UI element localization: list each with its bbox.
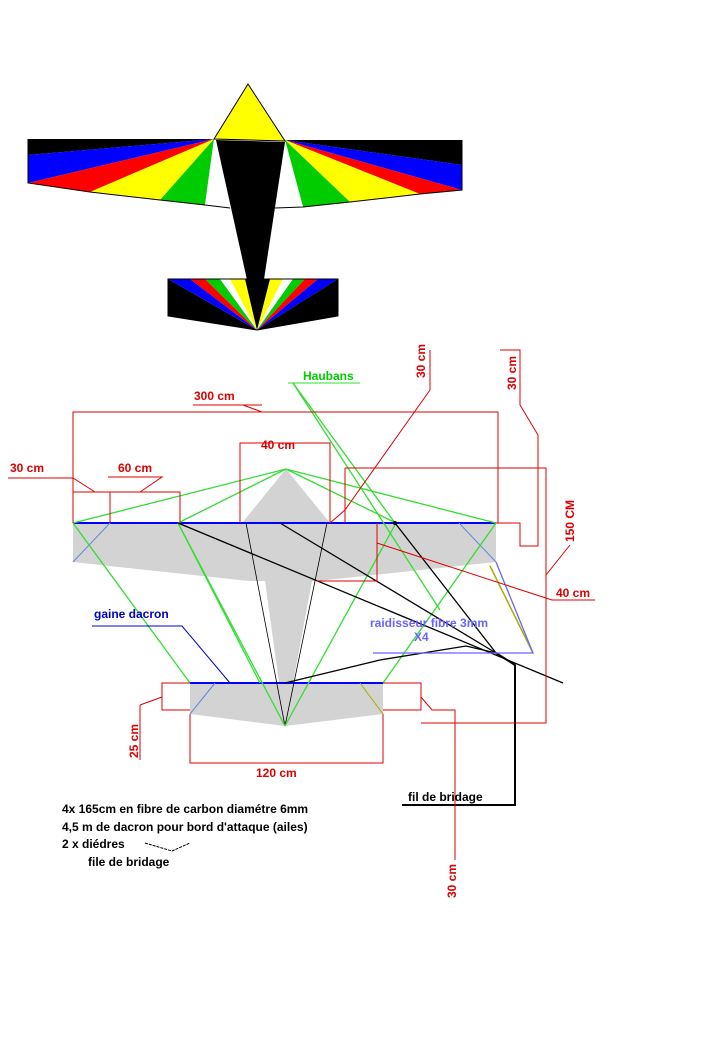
label-gaine-dacron: gaine dacron [94,607,169,621]
left-wing-yellow-stripe [90,139,214,200]
dim-30-v2-leader [496,349,539,547]
gaine-leader [92,625,231,684]
dim-30-v1-leader [344,350,431,523]
bridle-knot [393,521,397,525]
wing-right-tip-edge [458,522,497,563]
left-wing-white-stripe [205,139,230,208]
bridle-line-4 [284,645,497,684]
tail-left-white [220,279,257,330]
dim-30-left [8,477,96,493]
dim-25-bracket [161,682,190,711]
label-25cm: 25 cm [127,724,141,758]
bridle-line-3 [394,522,497,654]
bridle-line-2 [279,522,497,654]
label-x4: X4 [414,630,429,644]
tail-plane [167,278,339,331]
stiffener-yellow [489,565,534,654]
stiffener-blue [373,561,534,654]
label-300cm: 300 cm [194,389,235,403]
labels: Haubans 300 cm 40 cm 30 cm 60 cm 30 cm 3… [10,344,590,898]
dim-300-leader-diag [242,404,263,413]
dim-150-leader [545,544,571,576]
hauban-left-tip-tail [177,522,261,684]
label-fil-de-bridage: fil de bridage [408,790,483,804]
dim-30-v1-bracket [329,468,346,524]
bridle-line-1 [177,522,564,684]
label-150cm: 150 CM [563,500,577,542]
dim-30-bottom-bracket [383,682,422,711]
tail-right-tip-edge [359,682,384,715]
nose-yellow-triangle [213,83,286,142]
dim-40-right-box [317,523,378,582]
right-wing-red-stripe [285,140,462,194]
label-raidisseur: raidisseur fibre 3mm [370,616,488,630]
dim-25-leader [139,696,163,706]
tail-center-black [245,279,270,330]
hauban-left-wing-to-tail [72,522,191,684]
tail-right-black [257,279,338,330]
right-wing-green-stripe [285,140,350,207]
dim-60-bracket [72,491,181,523]
label-40cm-right: 40 cm [556,586,590,600]
dim-60-leader [108,476,164,493]
tail-panel [190,683,383,726]
diedre-symbol [144,842,191,852]
tail-left-blue [168,279,257,330]
label-60cm: 60 cm [118,461,152,475]
left-wing-red-stripe [28,139,214,192]
wing-left-tip-edge [72,522,111,563]
label-120cm: 120 cm [256,766,297,780]
note-line-2: 4,5 m de dacron pour bord d'attaque (ail… [62,820,308,834]
plan-drawing [8,349,595,860]
dim-120-bracket [189,714,384,764]
label-30cm-v2: 30 cm [505,356,519,390]
hauban-label-left [292,382,396,524]
note-line-3: 2 x diédres [62,837,125,851]
note-line-1: 4x 165cm en fibre de carbon diamétre 6mm [62,802,308,816]
left-wing-outline [27,139,231,209]
nose-panel [242,469,330,523]
fuselage-left-edge [245,522,286,727]
bridle-tow-line [402,652,516,806]
right-wing-yellow-stripe [285,140,420,202]
fuselage-right-edge [284,522,328,727]
colored-kite-illustration [27,83,463,331]
label-30cm-left: 30 cm [10,461,44,475]
label-30cm-v1: 30 cm [414,344,428,378]
bridle-lines [177,522,564,806]
label-30cm-bottom: 30 cm [445,864,459,898]
tail-outline [167,278,339,331]
right-wing-outline [274,140,463,209]
dim-150-bracket [345,467,547,724]
dim-30-bottom-leader [420,696,456,860]
note-line-4: file de bridage [88,855,170,869]
tail-left-yellow [230,279,257,330]
tail-left-green [205,279,257,330]
dim-40-right-leader [376,542,553,601]
left-wing-green-stripe [160,139,214,205]
hauban-nose-left-inner [177,468,287,524]
hauban-label-right [292,382,441,611]
label-40cm-top: 40 cm [261,438,295,452]
right-wing-white-stripe [275,140,303,208]
dim-40-top-bracket [239,442,331,523]
fuselage-black-spike [216,140,285,325]
fuselage-panel [246,523,327,726]
label-haubans: Haubans [303,369,354,383]
dimension-lines [8,349,595,860]
tail-left-tip-edge [189,682,216,715]
tail-left-red [190,279,257,330]
